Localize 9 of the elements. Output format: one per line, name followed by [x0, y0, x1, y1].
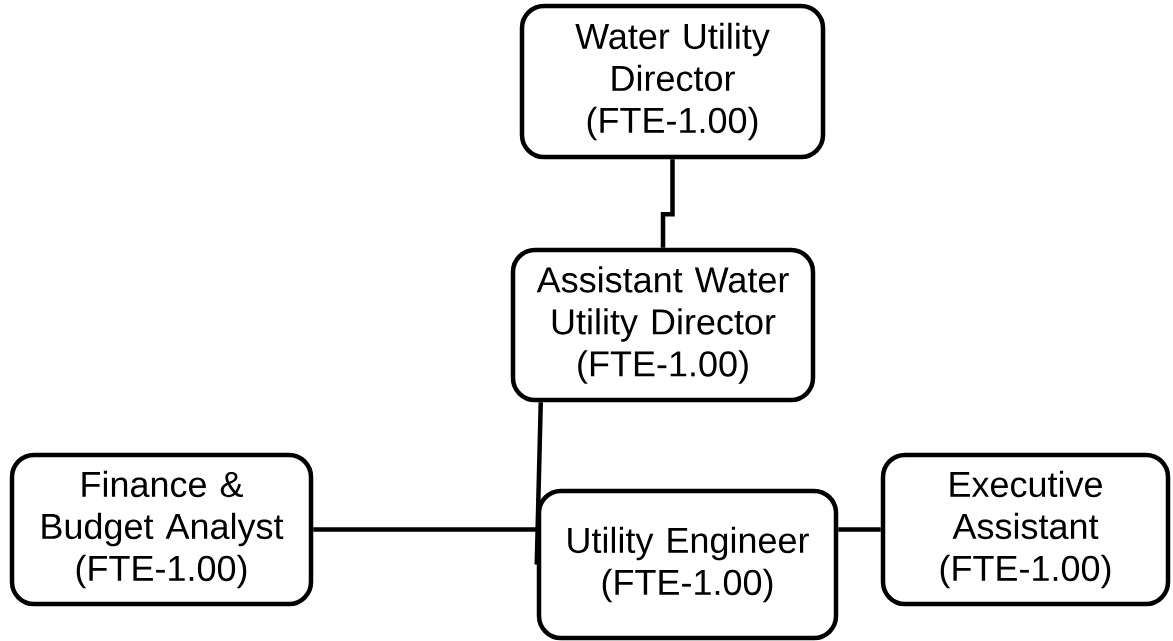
connector-line: [838, 527, 881, 532]
connector-line: [660, 159, 675, 248]
position-box: Water Utility Director (FTE-1.00): [519, 3, 826, 160]
position-box: Executive Assistant (FTE-1.00): [880, 452, 1171, 607]
position-box: Assistant Water Utility Director (FTE-1.00): [510, 247, 816, 403]
position-box: Utility Engineer (FTE-1.00): [536, 488, 839, 641]
position-box: Finance & Budget Analyst (FTE-1.00): [9, 452, 314, 607]
connector-line: [534, 402, 543, 565]
connector-line: [313, 527, 537, 532]
